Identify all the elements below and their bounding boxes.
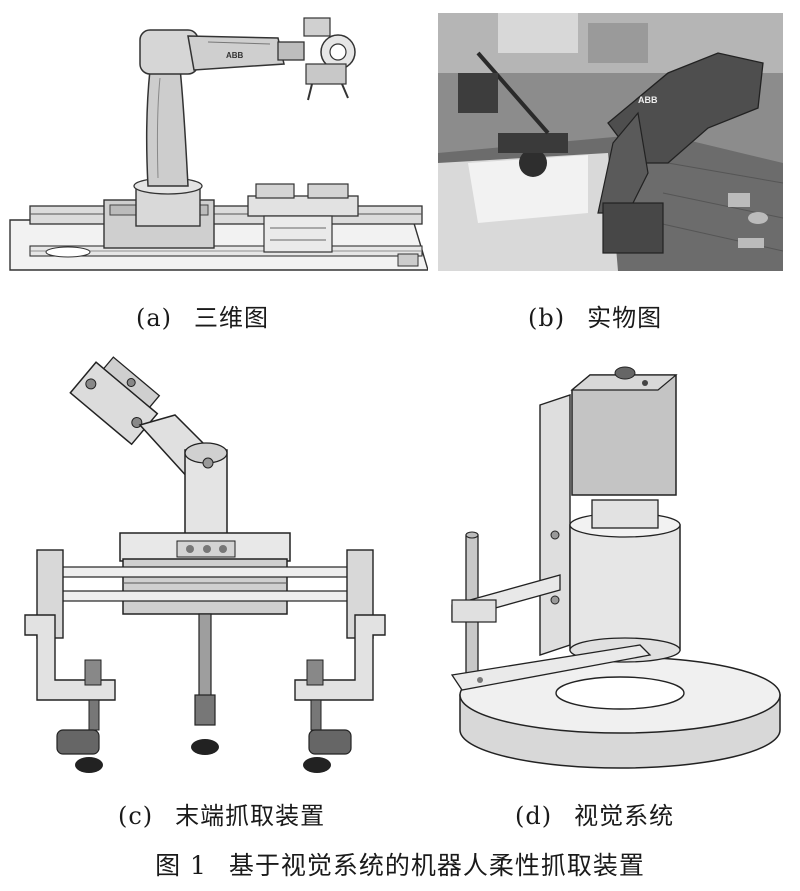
caption-c-title: 末端抓取装置 — [175, 802, 326, 830]
caption-a-title: 三维图 — [194, 304, 270, 332]
caption-c: (c) 末端抓取装置 — [118, 796, 325, 831]
panel-a-3d-model: ABB — [8, 8, 428, 273]
panel-c-gripper — [15, 345, 390, 785]
caption-d-title: 视觉系统 — [574, 802, 675, 830]
caption-a: (a) 三维图 — [136, 298, 269, 333]
figure-number: 图 1 — [155, 851, 207, 880]
caption-a-label: (a) — [136, 304, 173, 332]
caption-d: (d) 视觉系统 — [515, 796, 674, 831]
robot-3d-drawing: ABB — [9, 17, 428, 271]
robot-photo: ABB — [438, 13, 783, 271]
figure-title: 基于视觉系统的机器人柔性抓取装置 — [228, 851, 645, 880]
caption-d-label: (d) — [515, 802, 553, 830]
abb-mark-3d: ABB — [226, 51, 244, 60]
caption-b-label: (b) — [528, 304, 566, 332]
abb-mark-photo: ABB — [638, 95, 658, 105]
panel-d-vision — [440, 355, 790, 775]
gripper-drawing — [24, 356, 386, 773]
vision-system-drawing — [450, 366, 781, 769]
caption-b-title: 实物图 — [587, 304, 663, 332]
caption-b: (b) 实物图 — [528, 298, 662, 333]
panel-b-photo: ABB — [438, 13, 783, 271]
figure-caption: 图 1 基于视觉系统的机器人柔性抓取装置 — [0, 846, 800, 882]
caption-c-label: (c) — [118, 802, 154, 830]
